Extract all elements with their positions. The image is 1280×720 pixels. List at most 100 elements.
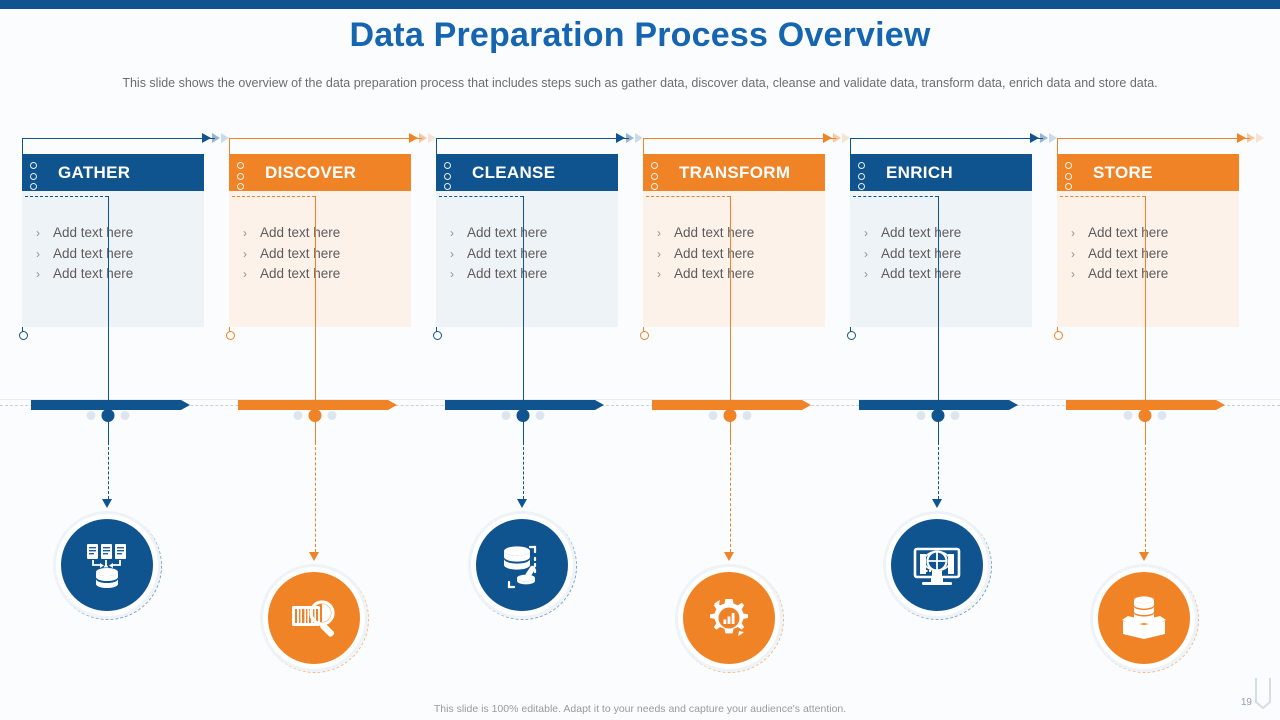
process-icon-store[interactable] [1091,565,1199,673]
timeline-node-dots [916,409,959,422]
card-header[interactable]: GATHER [22,154,204,191]
card-body: › Add text here › Add text here › Add te… [436,191,618,327]
process-step-card-enrich[interactable]: ENRICH › Add text here › Add text here ›… [838,132,1057,340]
footer-note: This slide is 100% editable. Adapt it to… [433,703,847,715]
card-to-timeline-connector [937,196,940,404]
card-header[interactable]: TRANSFORM [643,154,825,191]
timeline-bar-gather [31,399,181,410]
chevron-right-icon: › [864,246,868,261]
process-step-card-gather[interactable]: GATHER › Add text here › Add text here ›… [10,132,229,340]
timeline-dot-active [723,409,736,422]
timeline-bar-tip-icon [1009,399,1018,410]
page-corner-mark [1255,678,1271,710]
chevron-right-icon: › [450,267,454,281]
timeline-dot-right [742,411,751,420]
card-top-connector [643,132,850,143]
card-header[interactable]: CLEANSE [436,154,618,191]
list-item: › Add text here [243,246,411,261]
list-item-label: Add text here [53,266,134,281]
chevron-right-icon: › [36,246,40,261]
icon-dashed-ring [469,512,577,620]
timeline-bar-store [1066,399,1216,410]
timeline-bar-discover [238,399,388,410]
process-icon-gather[interactable] [54,512,162,620]
card-header[interactable]: ENRICH [850,154,1032,191]
arrow-trail-icon-1 [833,132,841,143]
connector-arrow-down-icon [102,499,112,508]
timeline-to-icon-connector [937,416,940,442]
list-item: › Add text here [450,246,618,261]
monitor-globe-icon [891,519,983,611]
process-icon-enrich[interactable] [884,512,992,620]
timeline-to-icon-dashed-connector [522,442,524,499]
list-item: › Add text here [243,225,411,240]
timeline-dot-left [293,411,302,420]
process-step-card-store[interactable]: STORE › Add text here › Add text here › … [1045,132,1264,340]
timeline-dot-active [1138,409,1151,422]
list-item: › Add text here [1071,266,1239,281]
card-title: GATHER [58,162,131,182]
timeline-dot-active [516,409,529,422]
timeline-bar-tip-icon [802,399,811,410]
chevron-right-icon: › [243,267,247,281]
list-item-label: Add text here [1088,245,1169,261]
chevron-right-icon: › [864,226,868,240]
list-item: › Add text here [450,225,618,240]
page-subtitle: This slide shows the overview of the dat… [122,76,1158,90]
card-arrow-group [202,132,229,143]
arrow-trail-icon-1 [1040,132,1048,143]
list-item-label: Add text here [260,245,341,261]
timeline-node-dots [708,409,751,422]
list-item-label: Add text here [1088,266,1169,281]
list-item-label: Add text here [674,245,755,261]
chevron-right-icon: › [1071,226,1075,240]
card-bottom-node [639,331,649,340]
header-dots-icon [30,162,37,190]
arrow-head-icon [616,132,625,143]
timeline-to-icon-connector [1144,416,1147,442]
process-step-card-transform[interactable]: TRANSFORM › Add text here › Add text her… [631,132,850,340]
timeline-node-dots [293,409,336,422]
card-header[interactable]: DISCOVER [229,154,411,191]
process-icon-cleanse[interactable] [469,512,577,620]
list-item: › Add text here [36,266,204,281]
timeline-dot-left [86,411,95,420]
card-header[interactable]: STORE [1057,154,1239,191]
magnifier-document-icon [268,572,360,664]
timeline-to-icon-dashed-connector [729,442,731,552]
database-box-icon [1098,572,1190,664]
timeline-dot-left [501,411,510,420]
page-title: Data Preparation Process Overview [349,16,931,54]
timeline-bar-transform [652,399,802,410]
icon-dashed-ring [884,512,992,620]
list-item: › Add text here [657,266,825,281]
timeline-node-dots [86,409,129,422]
timeline-dot-active [931,409,944,422]
documents-to-database-icon [61,519,153,611]
card-bottom-node [225,331,235,340]
timeline-bar-tip-icon [388,399,397,410]
card-body: › Add text here › Add text here › Add te… [1057,191,1239,327]
card-title: STORE [1093,162,1153,182]
list-item: › Add text here [36,246,204,261]
timeline-dot-left [1123,411,1132,420]
timeline-bar-tip-icon [181,399,190,410]
chevron-right-icon: › [864,267,868,281]
card-arrow-group [1030,132,1057,143]
list-item: › Add text here [657,246,825,261]
timeline-node-dots [1123,409,1166,422]
timeline-dot-right [950,411,959,420]
chevron-right-icon: › [657,226,661,240]
process-step-card-cleanse[interactable]: CLEANSE › Add text here › Add text here … [424,132,643,340]
card-bottom-node [432,331,442,340]
list-item: › Add text here [1071,225,1239,240]
database-brush-icon [476,519,568,611]
process-icon-discover[interactable] [261,565,369,673]
icon-dashed-ring [1091,565,1199,673]
list-item-label: Add text here [53,225,134,240]
process-step-card-discover[interactable]: DISCOVER › Add text here › Add text here… [217,132,436,340]
process-icon-transform[interactable] [676,565,784,673]
list-item-label: Add text here [881,225,962,240]
chevron-right-icon: › [1071,246,1075,261]
list-item-label: Add text here [467,225,548,240]
